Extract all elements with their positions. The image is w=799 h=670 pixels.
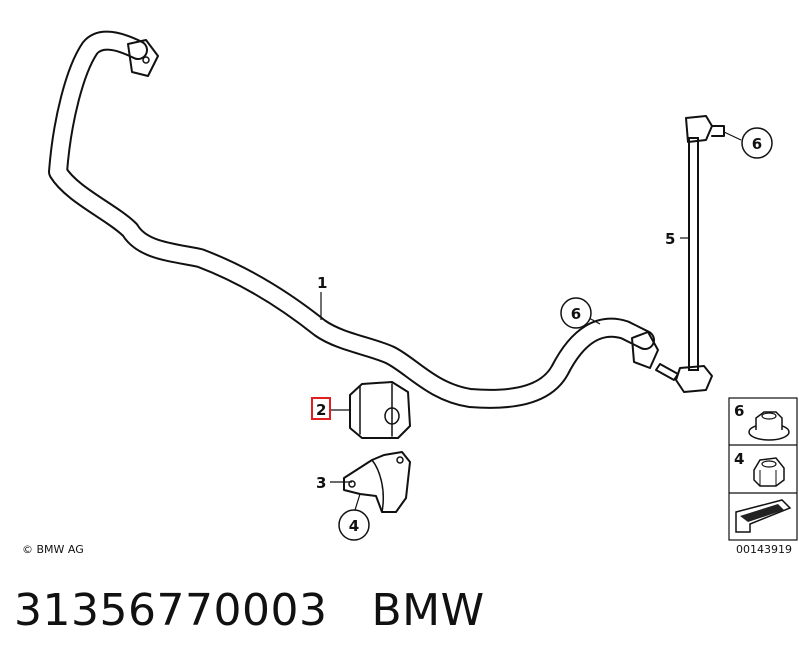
parts-diagram: 1 2 3 4 5 6 6 6 4 [22,30,798,556]
legend-label-6: 6 [734,402,744,420]
mounting-bracket [343,451,411,513]
hex-nut-icon [753,457,785,487]
leader-lines [320,131,742,511]
callout-6-mid: 6 [571,305,581,323]
callout-4-circle [338,509,370,541]
callout-3: 3 [316,474,326,492]
rubber-bushing [349,381,411,439]
part-number: 31356770003 [14,585,328,636]
callout-6-mid-circle [560,297,592,329]
hardware-legend: 6 4 [728,397,798,541]
legend-label-4: 4 [734,450,744,468]
stabilizer-link [655,115,725,393]
callout-4: 4 [349,517,359,535]
callout-5: 5 [665,230,675,248]
callout-2: 2 [316,401,326,419]
callout-6-top: 6 [752,135,762,153]
callout-6-top-circle [741,127,773,159]
callout-1: 1 [317,274,327,292]
part-caption: 31356770003 BMW [14,585,485,645]
stabilizer-bar [48,30,659,409]
brand-name: BMW [371,585,485,636]
callout-2-highlight-box [311,397,331,420]
image-number: 00143919 [736,543,792,556]
arrow-icon [735,499,792,533]
flange-nut-icon [748,411,790,441]
copyright-text: © BMW AG [22,543,84,556]
